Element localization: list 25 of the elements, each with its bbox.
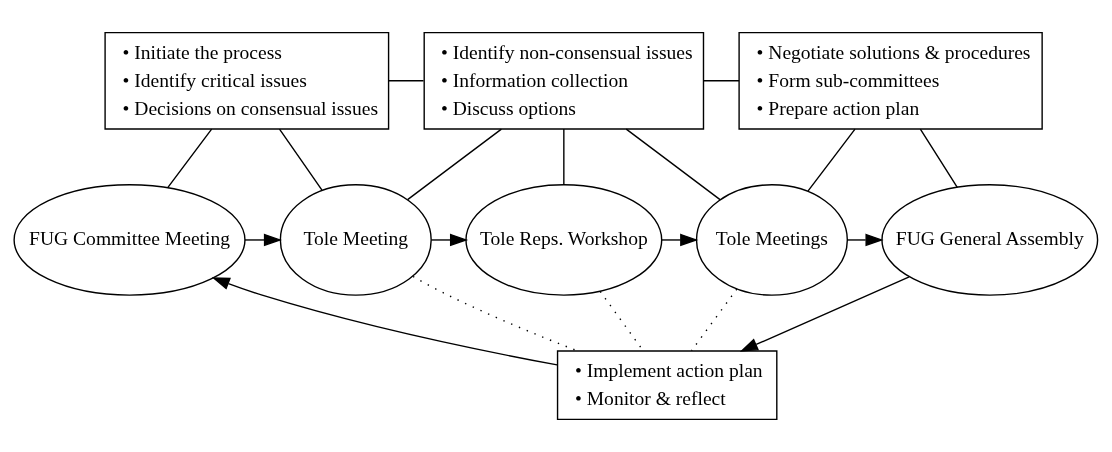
node-box: • Initiate the process • Identify critical issues • Decisions on consensual issues: [104, 31, 390, 130]
arrow: [739, 276, 910, 352]
connector: [690, 288, 738, 352]
node-ellipse: Tole Meetings: [695, 184, 849, 296]
arrow: [661, 233, 699, 247]
connector: [563, 128, 565, 186]
connector: [919, 128, 958, 188]
connector: [807, 128, 856, 192]
connector: [406, 128, 503, 201]
arrow: [430, 233, 469, 247]
arrow: [244, 233, 283, 247]
node-ellipse: FUG Committee Meeting: [13, 184, 246, 296]
node-ellipse: FUG General Assembly: [881, 184, 1099, 296]
connector: [387, 80, 425, 82]
node-ellipse: Tole Reps. Workshop: [465, 184, 663, 296]
node-box: • Identify non-consensual issues • Information collection • Discuss options: [423, 31, 705, 130]
connector: [702, 80, 740, 82]
node-box: • Implement action plan • Monitor & reflect: [556, 350, 778, 421]
arrow: [846, 233, 884, 247]
connector: [166, 128, 213, 189]
connector: [278, 128, 323, 191]
connector: [625, 128, 721, 201]
arrow: [211, 277, 558, 366]
node-box: • Negotiate solutions & procedures • Form sub-committees • Prepare action plan: [738, 31, 1043, 130]
node-ellipse: Tole Meeting: [279, 184, 432, 296]
